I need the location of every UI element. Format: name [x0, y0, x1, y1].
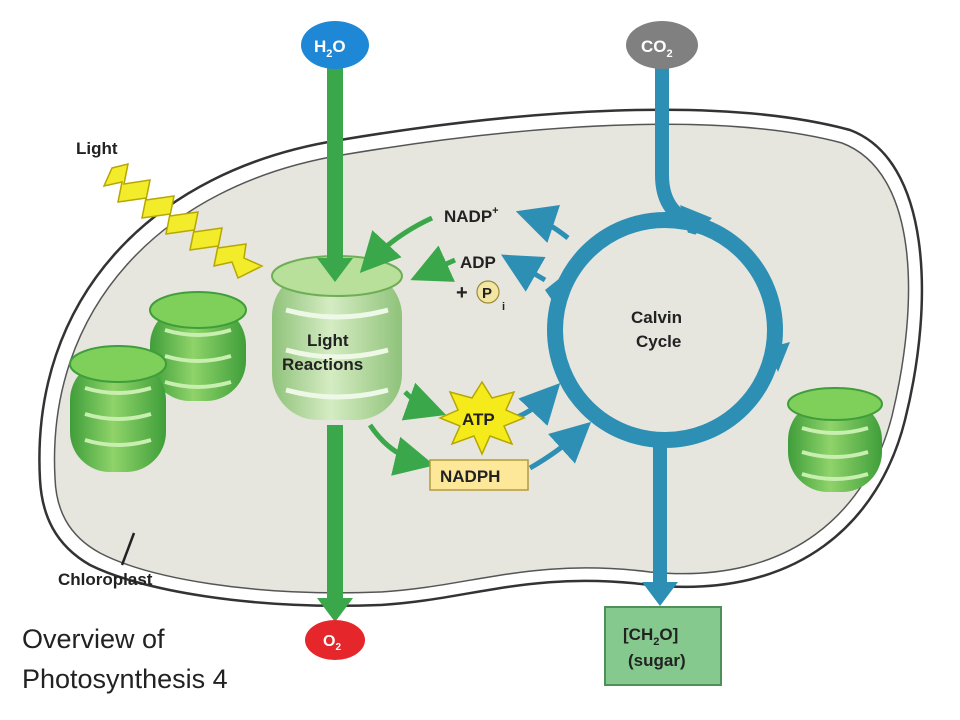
svg-text:O2: O2: [323, 633, 341, 653]
water-tail: O: [332, 37, 345, 56]
light-label: Light: [76, 139, 118, 158]
calvin-line1: Calvin: [631, 308, 682, 327]
light-to-nadph-arrow: [367, 423, 435, 476]
light-bolt-icon: [102, 162, 264, 280]
light-reactions-line1: Light: [307, 331, 349, 350]
water-label: H: [314, 37, 326, 56]
nadp-to-light-arrow: [359, 215, 434, 274]
water-arrow-head: [317, 258, 353, 282]
granum-left-back: [149, 291, 247, 401]
co2-node: CO2: [626, 21, 698, 69]
calvin-cycle-ring: [545, 212, 790, 448]
atp-star: ATP: [438, 380, 526, 456]
light-to-atp-arrow: [401, 382, 447, 421]
svg-text:CO2: CO2: [641, 37, 673, 60]
oxygen-arrow-head: [317, 598, 353, 622]
nadph-to-calvin-arrow: [528, 421, 592, 471]
phosphate-node: P i: [476, 280, 505, 313]
svg-text:H2O: H2O: [314, 37, 346, 60]
oxygen-label: O: [323, 633, 335, 650]
svg-text:[CH2O]: [CH2O]: [623, 625, 678, 648]
plus-sign: +: [456, 282, 468, 304]
nadp-label: NADP+: [444, 205, 499, 226]
sugar-arrow-head: [642, 582, 678, 606]
adp-label: ADP: [460, 253, 496, 272]
nadph-box: NADPH: [429, 459, 529, 491]
pi-sub: i: [502, 301, 505, 313]
co2-sub: 2: [667, 48, 673, 60]
calvin-line2: Cycle: [636, 332, 681, 351]
sugar-label: (sugar): [628, 651, 686, 670]
calvin-to-nadp-arrow: [515, 204, 570, 243]
sugar-formula-b: O]: [659, 625, 678, 644]
co2-label: CO: [641, 37, 667, 56]
adp-to-light-arrow: [410, 245, 457, 282]
sugar-formula-sub: 2: [653, 636, 659, 648]
sugar-box: [CH2O] (sugar): [604, 606, 722, 686]
caption-line2: Photosynthesis 4: [22, 664, 228, 694]
granum-left-front: [69, 345, 167, 472]
chloroplast-label: Chloroplast: [58, 570, 153, 589]
sugar-formula-a: [CH: [623, 625, 653, 644]
oxygen-sub: 2: [335, 642, 341, 653]
nadph-label: NADPH: [440, 467, 500, 486]
pi-label: P: [482, 285, 492, 302]
chloroplast-leader-line: [120, 532, 136, 566]
oxygen-node: O2: [305, 620, 365, 660]
granum-right: [787, 387, 883, 492]
water-sub: 2: [326, 48, 332, 60]
calvin-to-adp-arrow: [500, 254, 547, 292]
atp-label: ATP: [462, 410, 495, 429]
light-reactions-line2: Reactions: [282, 355, 363, 374]
water-node: H2O: [301, 21, 369, 69]
caption-line1: Overview of: [22, 624, 165, 654]
